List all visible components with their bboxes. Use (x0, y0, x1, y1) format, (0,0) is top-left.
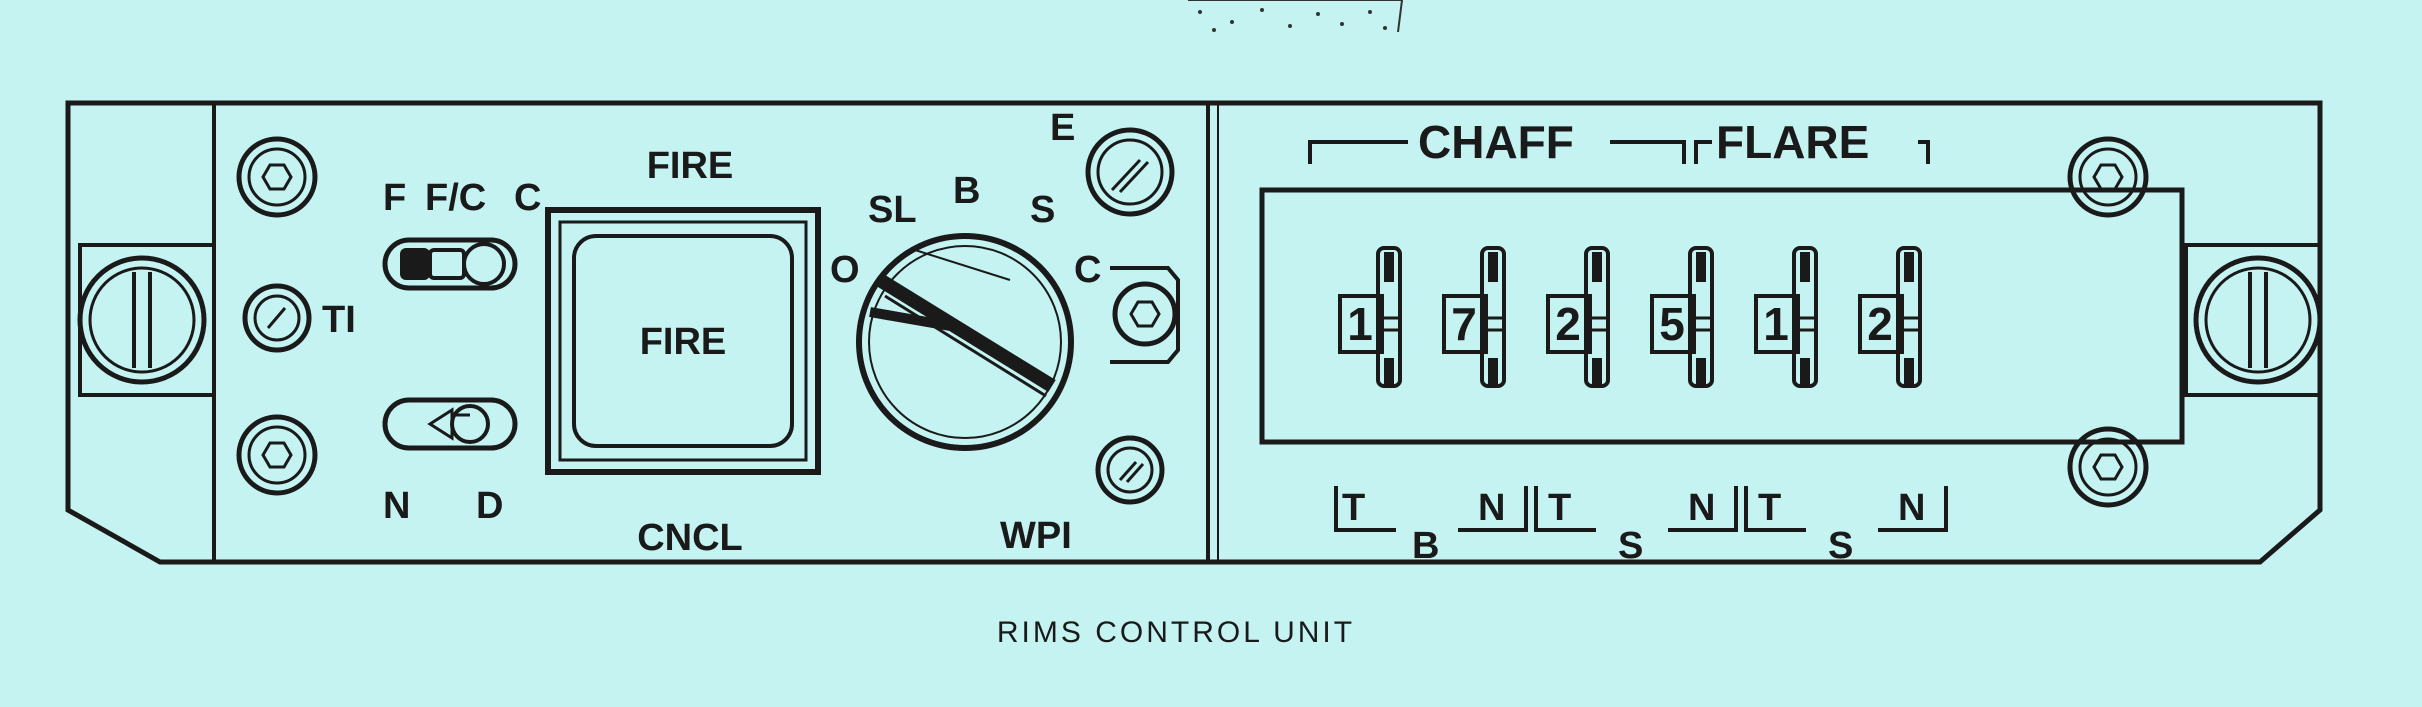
counter-digit: 1 (1347, 298, 1373, 350)
counter-wheel[interactable]: 2 (1546, 246, 1610, 388)
knob-position-sl: SL (868, 189, 917, 231)
knob-position-c: C (1074, 249, 1101, 291)
counter-wheels: 1 7 2 5 1 2 (1338, 246, 1922, 388)
counter-digit: 5 (1659, 298, 1685, 350)
fire-button[interactable]: FIRE FIRE CNCL (545, 145, 821, 559)
fire-label-above: FIRE (647, 145, 734, 187)
fire-button-face-label: FIRE (640, 321, 727, 363)
counter-digit: 2 (1555, 298, 1581, 350)
switch-3-label-t: T (1758, 487, 1781, 529)
counter-wheel[interactable]: 1 (1754, 246, 1818, 388)
switch-1-label-n: N (1478, 487, 1505, 529)
hex-screw-icon (236, 414, 318, 496)
ti-lamp-icon (242, 283, 312, 353)
lower-toggle-switch[interactable]: N D (382, 397, 518, 527)
switch-bracket-lines (1334, 486, 1948, 532)
right-mount-bracket (2184, 243, 2323, 397)
ti-indicator: TI (242, 283, 356, 353)
lower-switch-label-n: N (383, 485, 410, 527)
switch-1-label-b: B (1412, 525, 1439, 567)
counter-digit: 1 (1763, 298, 1789, 350)
right-slot-screw-icon (2193, 255, 2323, 385)
wpi-label: WPI (1000, 515, 1072, 557)
switch-2-label-s: S (1618, 525, 1643, 567)
flare-label: FLARE (1716, 116, 1869, 168)
wpi-lamp-icon (1095, 435, 1165, 505)
left-slot-screw-icon (77, 255, 207, 385)
upper-switch-label-c: C (514, 177, 541, 219)
lower-toggle-slot-icon (382, 397, 518, 451)
hex-screw-icon (236, 136, 318, 218)
counter-wheel[interactable]: 7 (1442, 246, 1506, 388)
counter-wheel[interactable]: 2 (1858, 246, 1922, 388)
switch-2-label-n: N (1688, 487, 1715, 529)
counter-wheel[interactable]: 1 (1338, 246, 1402, 388)
upper-switch-label-f: F (383, 177, 406, 219)
diagram-caption: RIMS CONTROL UNIT (997, 616, 1355, 649)
switch-1-label-t: T (1342, 487, 1365, 529)
knob-position-b: B (953, 170, 980, 212)
counter-digit: 2 (1867, 298, 1893, 350)
switch-2-label-t: T (1548, 487, 1571, 529)
knob-position-s: S (1030, 189, 1055, 231)
upper-toggle-switch[interactable]: F F/C C (382, 177, 541, 291)
ti-label: TI (322, 299, 356, 341)
cncl-label: CNCL (637, 517, 743, 559)
e-lamp-icon (1085, 127, 1175, 217)
selector-knob-icon (856, 233, 1074, 451)
upper-switch-label-fc: F/C (425, 177, 486, 219)
counter-wheel[interactable]: 5 (1650, 246, 1714, 388)
upper-toggle-slot-icon (382, 237, 518, 291)
side-hex-screw-icon (1110, 266, 1180, 364)
chaff-label: CHAFF (1418, 116, 1574, 168)
switch-3-label-s: S (1828, 525, 1853, 567)
rotary-selector-knob[interactable]: O SL B S C (830, 170, 1101, 451)
panel-outline (65, 100, 2323, 565)
e-indicator: E (1050, 107, 1175, 217)
left-mount-bracket (77, 243, 216, 397)
e-label: E (1050, 107, 1075, 149)
wpi-indicator: WPI (1000, 435, 1165, 557)
lower-switch-label-d: D (476, 485, 503, 527)
top-fragment (1188, 0, 1404, 33)
knob-position-o: O (830, 249, 860, 291)
hex-screw-icon (2067, 426, 2149, 508)
counter-window (1259, 187, 2185, 445)
switch-3-label-n: N (1898, 487, 1925, 529)
chaff-flare-header: CHAFF FLARE (1308, 116, 1930, 168)
hex-screw-icon (2067, 136, 2149, 218)
counter-digit: 7 (1451, 298, 1477, 350)
